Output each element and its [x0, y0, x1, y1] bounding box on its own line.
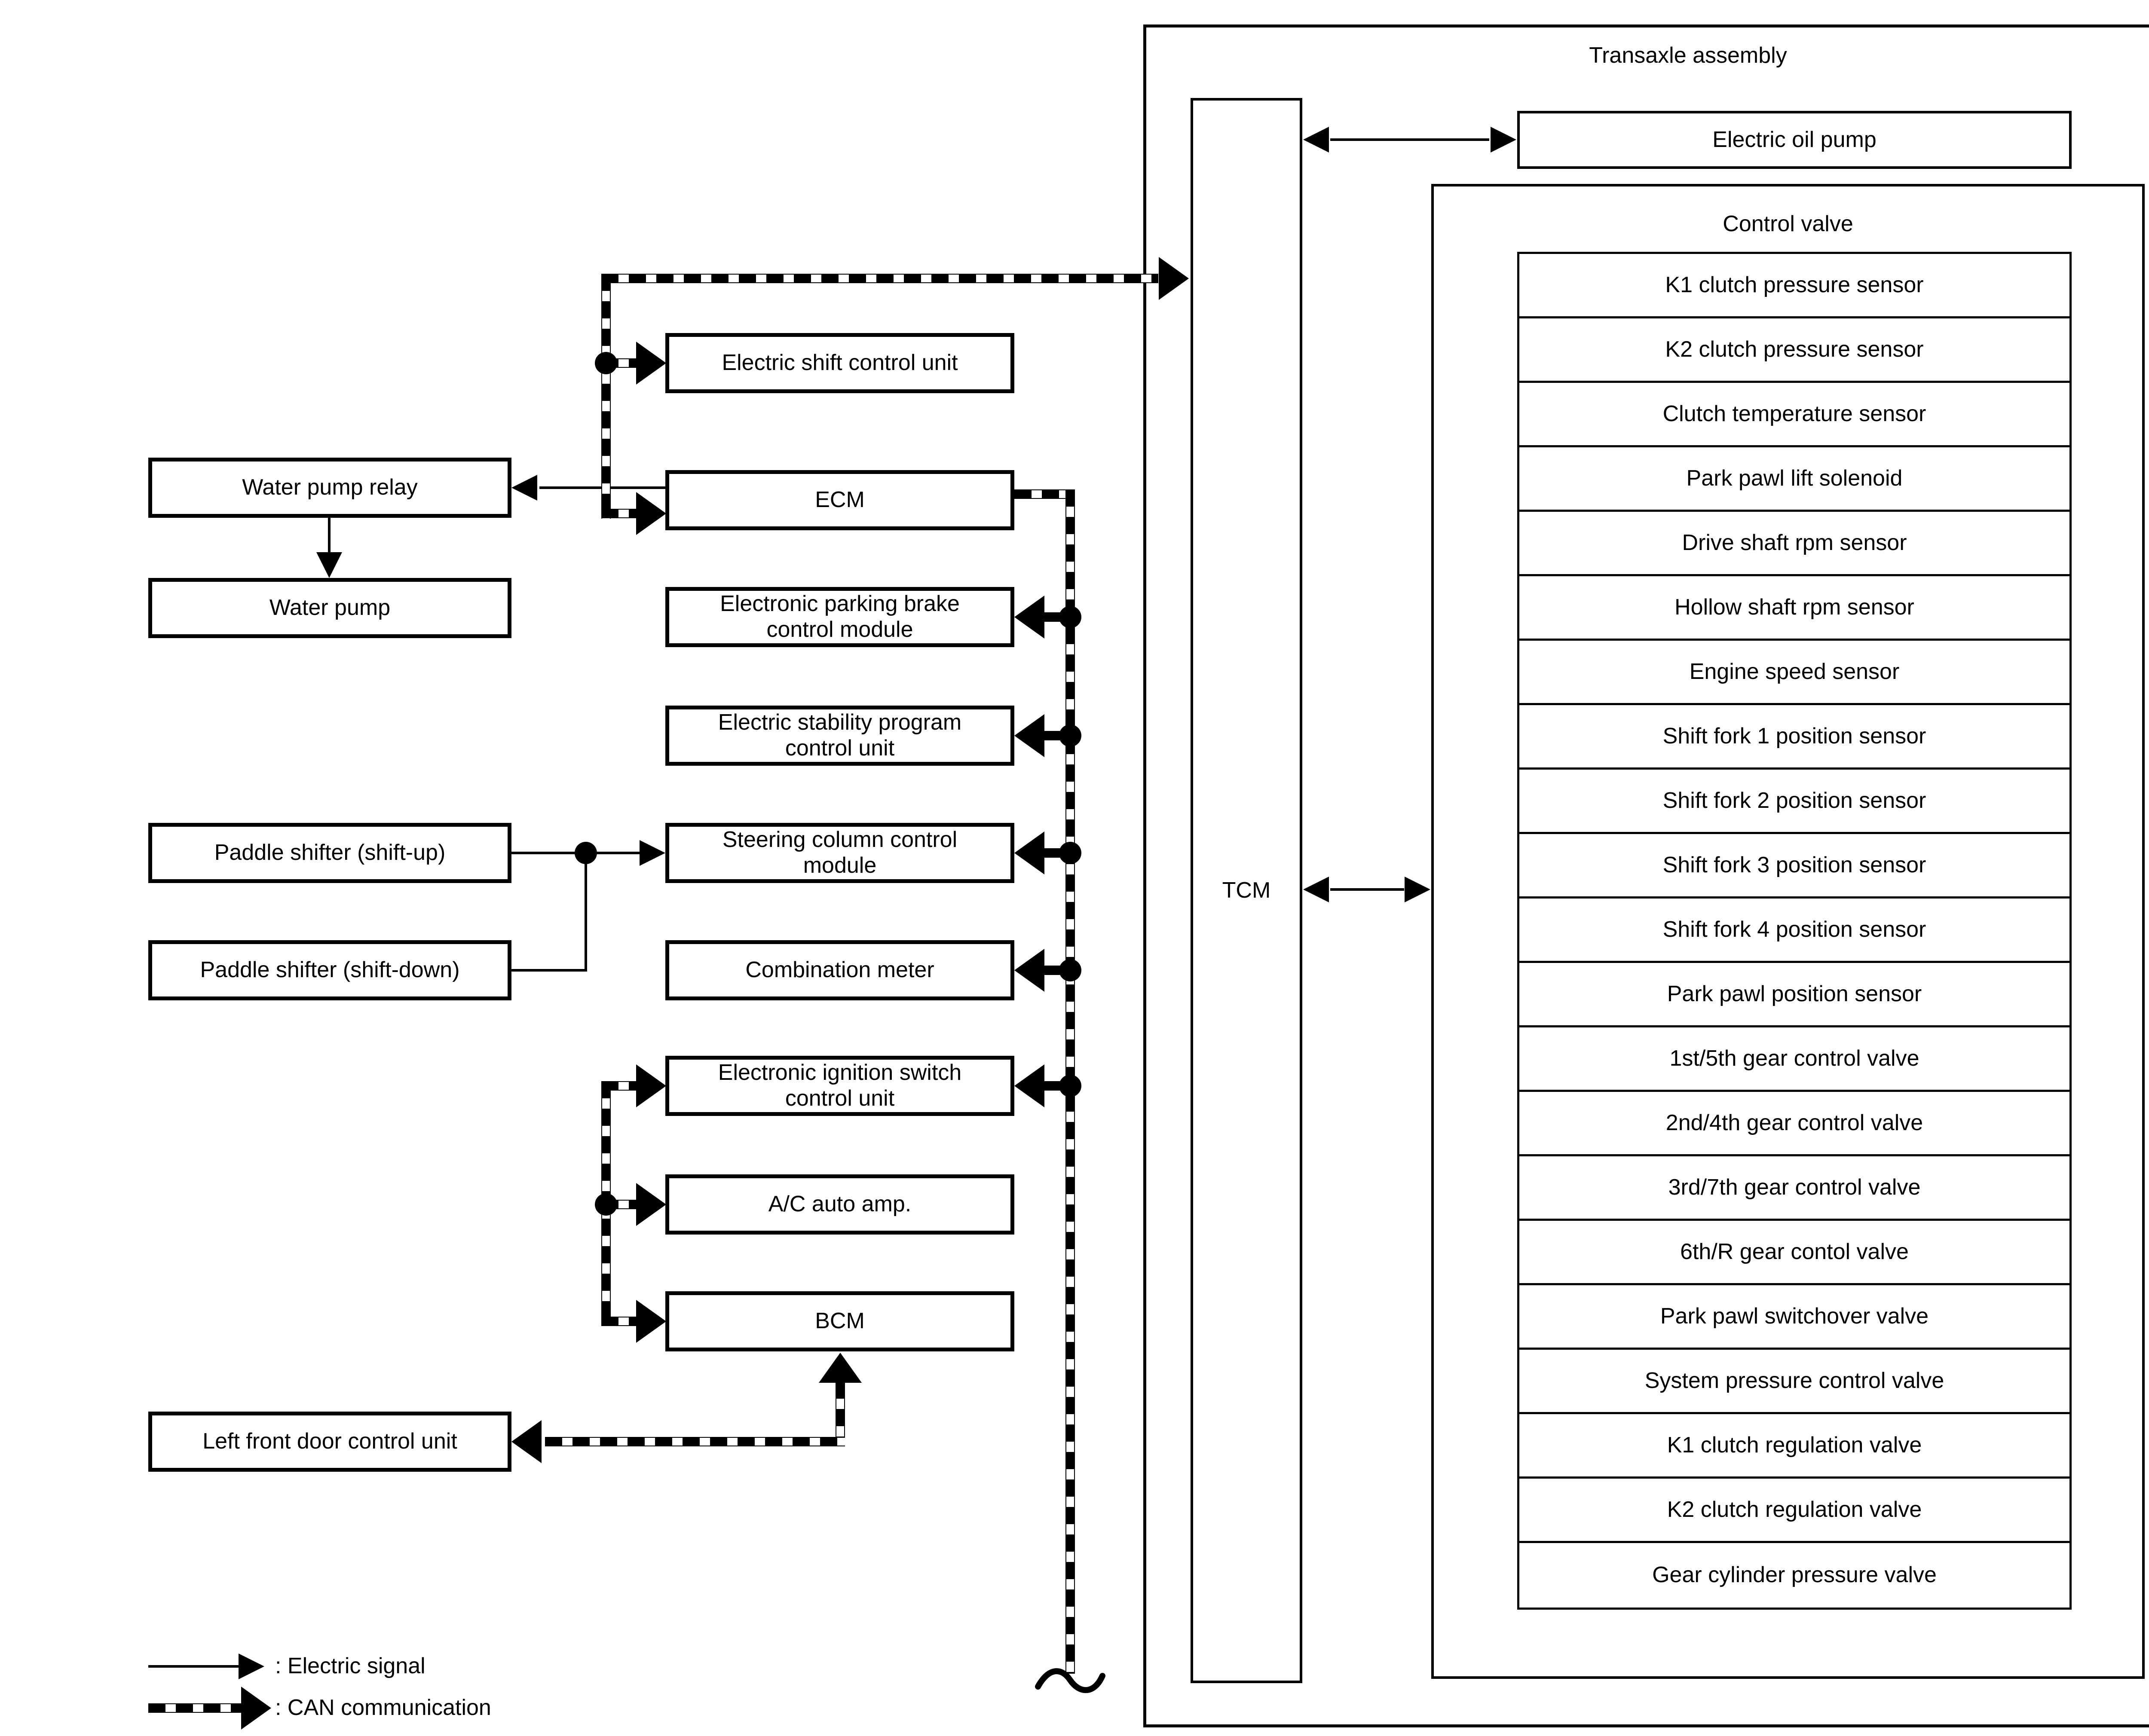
junction-dot-paddle-lines	[575, 842, 597, 864]
electric-line-tcm-to-control-valve	[1330, 888, 1404, 891]
ecm-box: ECM	[665, 470, 1014, 530]
can-stub-branch-ignition	[601, 1081, 638, 1091]
junction-dot-combination-meter-branch	[1059, 959, 1081, 981]
junction-dot-electric-shift-branch	[595, 352, 617, 374]
can-line-left-riser	[601, 274, 611, 519]
legend-electric-signal-line	[148, 1665, 239, 1668]
combination-meter-box: Combination meter	[665, 940, 1014, 1000]
control-valve-item: 3rd/7th gear control valve	[1519, 1156, 2069, 1221]
control-valve-item: 2nd/4th gear control valve	[1519, 1092, 2069, 1156]
electric-shift-control-unit-box: Electric shift control unit	[665, 333, 1014, 393]
can-line-bcm-drop	[836, 1381, 845, 1446]
electric-line-tcm-to-oil-pump	[1330, 138, 1489, 141]
arrowhead-into-water-pump	[316, 552, 342, 578]
control-valve-item: 1st/5th gear control valve	[1519, 1027, 2069, 1092]
paddle-shifter-shift-up-box: Paddle shifter (shift-up)	[148, 823, 511, 883]
legend-can-arrowhead-icon	[241, 1687, 271, 1730]
water-pump-box: Water pump	[148, 578, 511, 638]
tcm-box: TCM	[1191, 98, 1302, 1683]
arrowhead-into-tcm-from-control-valve	[1303, 877, 1329, 902]
electronic-ignition-switch-control-unit-box: Electronic ignition switch control unit	[665, 1056, 1014, 1116]
arrowhead-can-into-ignition-switch-unit	[1014, 1064, 1044, 1107]
control-valve-item-list: K1 clutch pressure sensor K2 clutch pres…	[1517, 252, 2072, 1610]
arrowhead-into-water-pump-relay	[511, 475, 537, 501]
control-valve-item: Park pawl position sensor	[1519, 963, 2069, 1027]
arrowhead-can-into-door-unit	[511, 1420, 542, 1463]
legend-can-label: : CAN communication	[275, 1695, 491, 1721]
control-valve-item: Gear cylinder pressure valve	[1652, 1562, 1937, 1588]
arrowhead-can-into-combination-meter	[1014, 949, 1044, 992]
steering-column-control-module-box: Steering column control module	[665, 823, 1014, 883]
control-valve-item: Park pawl switchover valve	[1519, 1285, 2069, 1350]
arrowhead-can-stub-into-ignition-unit	[636, 1064, 666, 1107]
arrowhead-can-into-tcm	[1159, 257, 1189, 300]
can-line-break-symbol	[1035, 1668, 1105, 1693]
legend-can-line	[148, 1703, 243, 1713]
arrowhead-can-into-steering-module	[1014, 831, 1044, 874]
arrowhead-into-tcm-from-oil-pump	[1303, 127, 1329, 153]
control-valve-item: System pressure control valve	[1519, 1350, 2069, 1414]
arrowhead-into-oil-pump	[1491, 127, 1516, 153]
junction-dot-ignition-switch-branch	[1059, 1075, 1081, 1097]
control-valve-item: K1 clutch regulation valve	[1519, 1414, 2069, 1479]
arrowhead-can-up-into-bcm	[819, 1353, 862, 1383]
legend-electric-signal-label: : Electric signal	[275, 1653, 426, 1679]
control-valve-title: Control valve	[1723, 211, 1853, 236]
can-line-top-to-tcm	[601, 274, 1158, 283]
control-valve-item: Shift fork 4 position sensor	[1519, 899, 2069, 963]
arrowhead-can-into-bcm	[636, 1300, 666, 1343]
arrowhead-into-steering-column-module	[640, 840, 665, 866]
control-valve-item: K2 clutch pressure sensor	[1519, 318, 2069, 383]
legend-electric-signal-arrowhead-icon	[239, 1653, 264, 1679]
control-valve-item: Clutch temperature sensor	[1519, 383, 2069, 447]
arrowhead-can-into-stability-unit	[1014, 714, 1044, 757]
can-line-to-door-unit	[545, 1437, 845, 1446]
electronic-parking-brake-control-module-box: Electronic parking brake control module	[665, 587, 1014, 647]
left-front-door-control-unit-box: Left front door control unit	[148, 1412, 511, 1472]
paddle-shifter-shift-down-box: Paddle shifter (shift-down)	[148, 940, 511, 1000]
junction-dot-stability-branch	[1059, 724, 1081, 747]
can-line-ecm-output	[1014, 489, 1075, 499]
arrowhead-into-control-valve	[1405, 877, 1430, 902]
arrowhead-can-into-parking-brake-module	[1014, 596, 1044, 639]
control-valve-item: Park pawl lift solenoid	[1519, 447, 2069, 512]
can-branch-to-ecm	[601, 509, 638, 518]
junction-dot-ac-amp-branch	[595, 1193, 617, 1216]
control-valve-item: K1 clutch pressure sensor	[1519, 254, 2069, 318]
electric-oil-pump-box: Electric oil pump	[1517, 111, 2072, 169]
control-valve-item: 6th/R gear contol valve	[1519, 1221, 2069, 1285]
transaxle-assembly-title: Transaxle assembly	[1589, 43, 1787, 68]
control-valve-item: Drive shaft rpm sensor	[1519, 512, 2069, 576]
arrowhead-can-into-ecm	[636, 492, 666, 535]
arrowhead-can-into-ac-amp	[636, 1183, 666, 1226]
water-pump-relay-box: Water pump relay	[148, 458, 511, 518]
control-valve-item: K2 clutch regulation valve	[1519, 1479, 2069, 1543]
electric-line-paddle-down-riser	[585, 853, 587, 972]
control-valve-item: Shift fork 3 position sensor	[1519, 834, 2069, 899]
arrowhead-can-into-electric-shift-unit	[636, 342, 666, 385]
junction-dot-steering-branch	[1059, 842, 1081, 864]
control-valve-item: Shift fork 1 position sensor	[1519, 705, 2069, 770]
electric-line-paddle-down	[511, 969, 587, 972]
bcm-box: BCM	[665, 1291, 1014, 1351]
control-valve-item: Shift fork 2 position sensor	[1519, 770, 2069, 834]
junction-dot-parking-brake-branch	[1059, 606, 1081, 628]
control-valve-item: Hollow shaft rpm sensor	[1519, 576, 2069, 641]
electric-stability-program-control-unit-box: Electric stability program control unit	[665, 706, 1014, 766]
can-stub-branch-bcm	[601, 1317, 638, 1326]
electric-line-relay-to-water-pump	[328, 518, 331, 554]
control-valve-item: Engine speed sensor	[1519, 641, 2069, 705]
ac-auto-amp-box: A/C auto amp.	[665, 1174, 1014, 1235]
